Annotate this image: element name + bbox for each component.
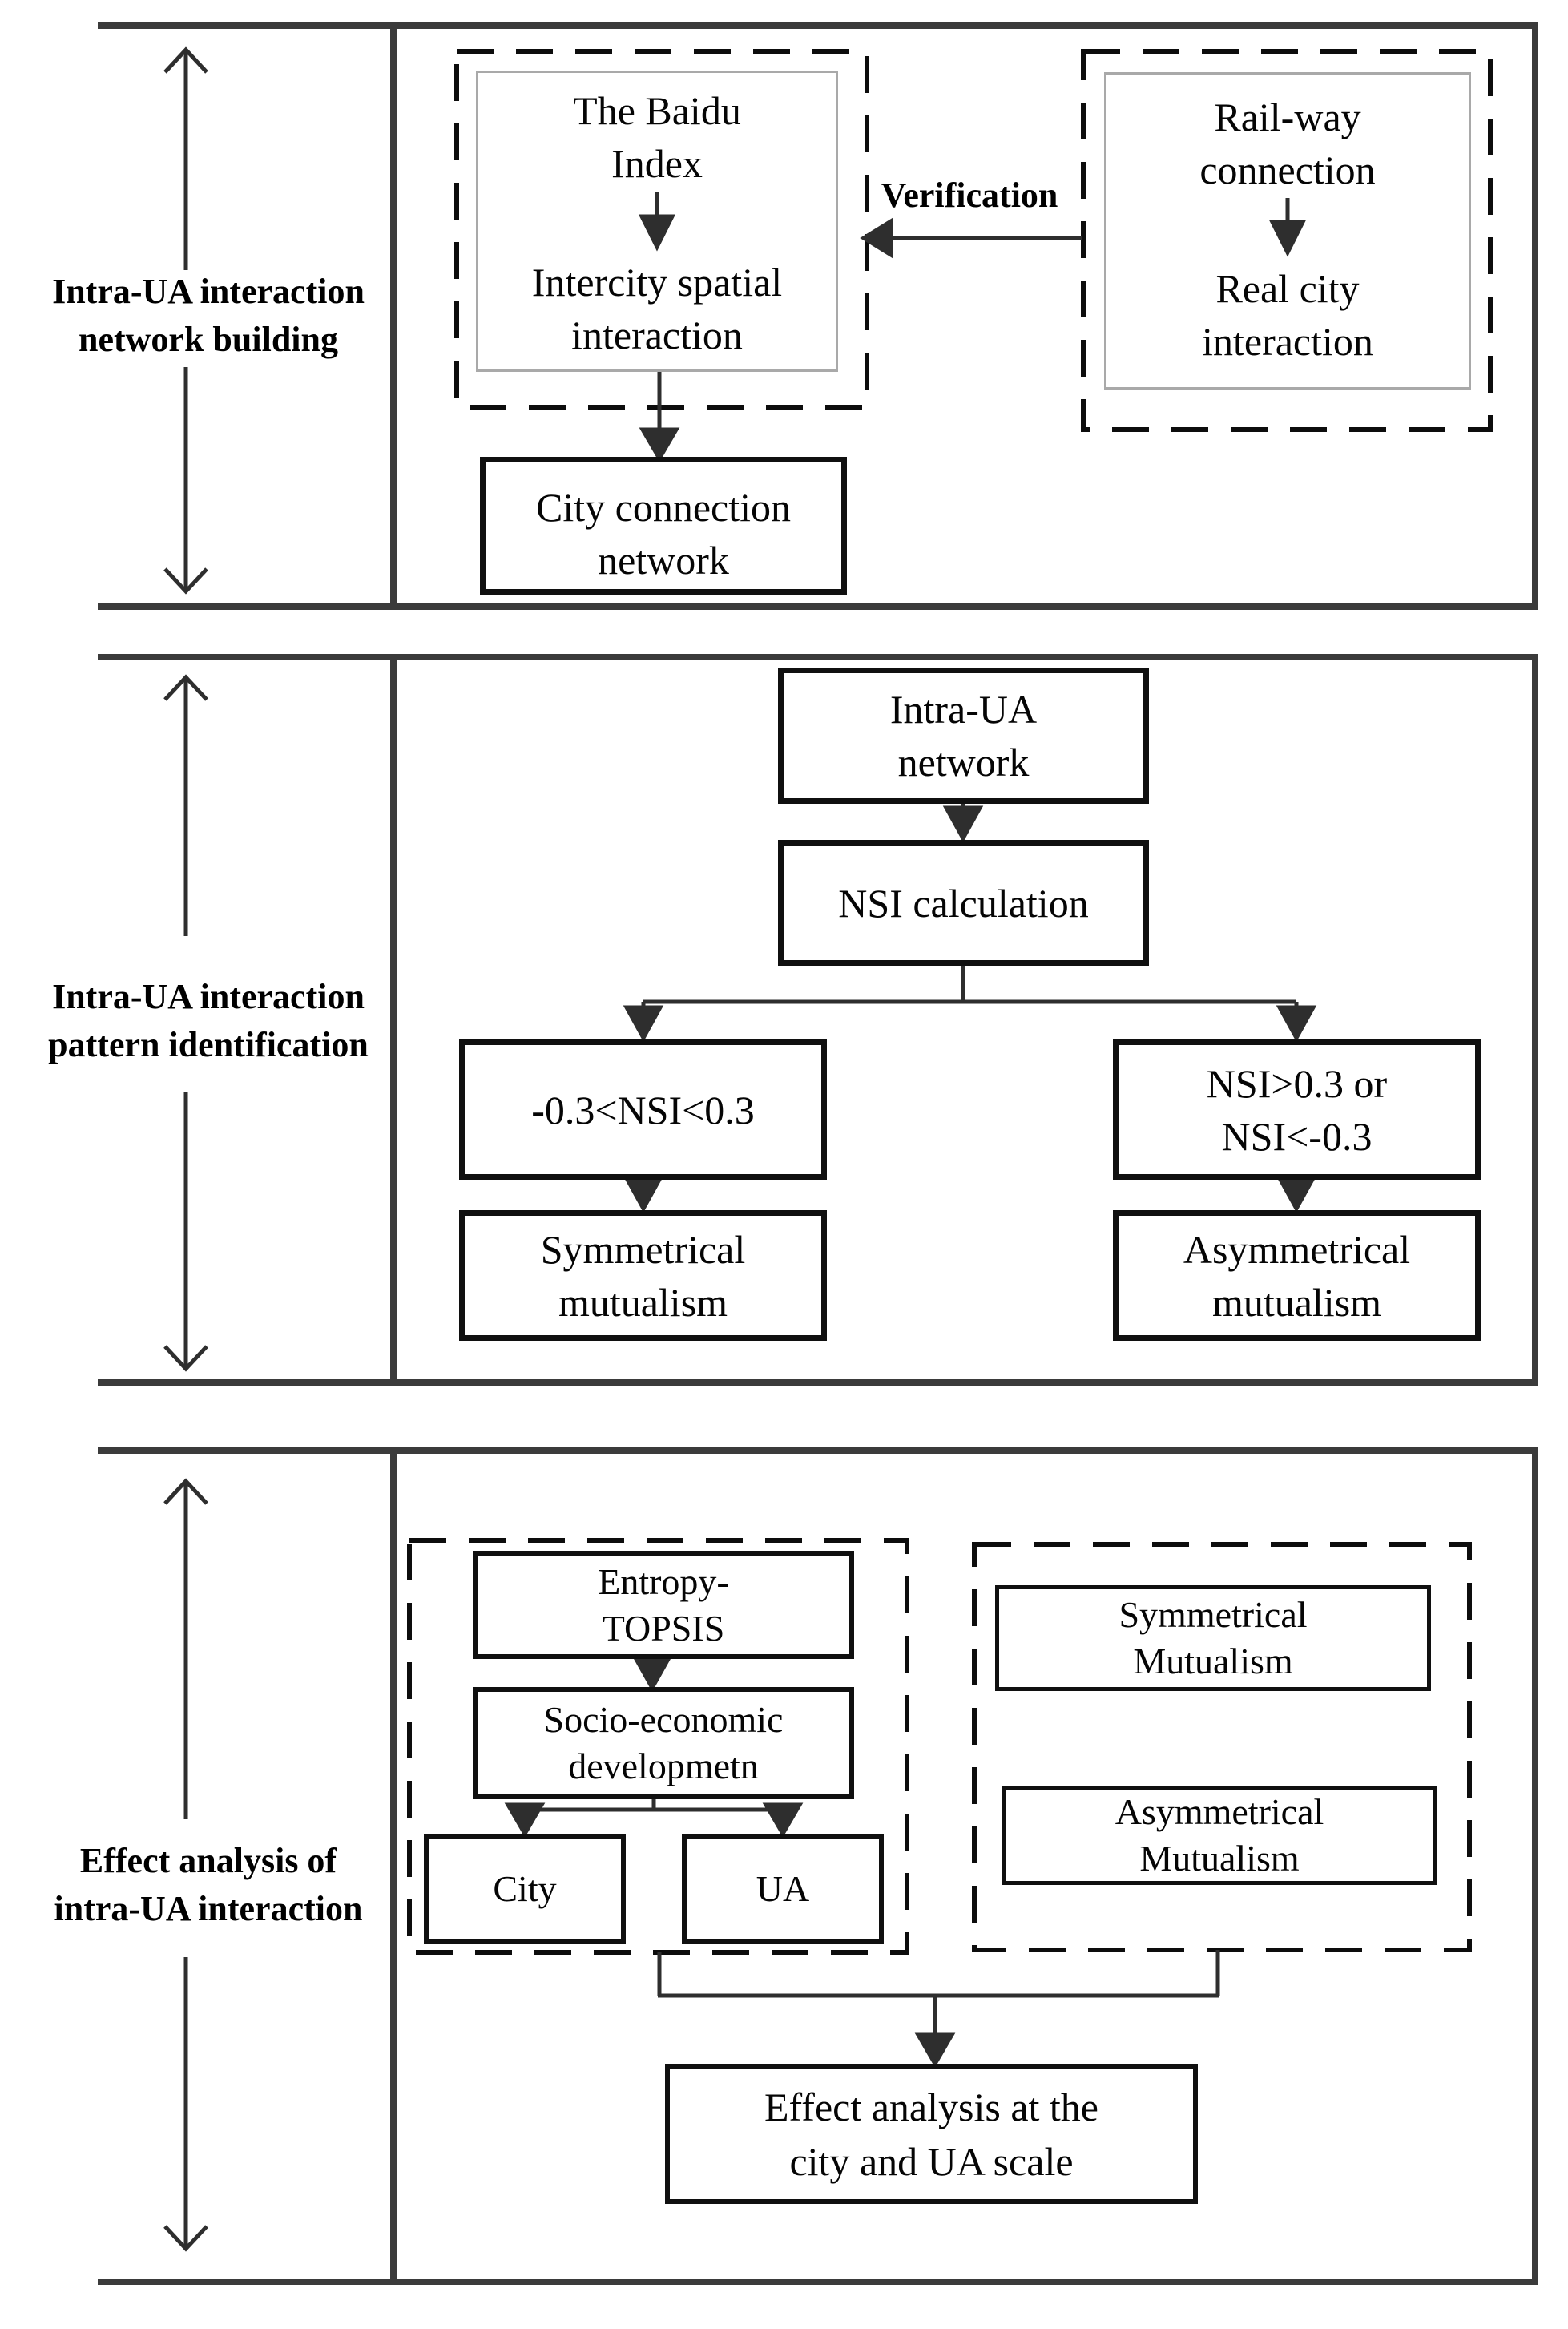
section-3-bottom-cap — [98, 2279, 390, 2285]
baidu-index-box: The Baidu Index — [478, 84, 836, 190]
asym-item-line1: Asymmetrical — [1115, 1791, 1324, 1832]
nsi-calculation-box: NSI calculation — [778, 840, 1149, 966]
nsi-range-symmetric-box: -0.3<NSI<0.3 — [459, 1039, 827, 1180]
sym-item-line1: Symmetrical — [1119, 1594, 1308, 1635]
asym-item-line2: Mutualism — [1139, 1838, 1300, 1879]
effect-analysis-box: Effect analysis at the city and UA scale — [665, 2064, 1198, 2204]
section-2-label: Intra-UA interaction pattern identificat… — [24, 973, 393, 1069]
sym-box-line1: Symmetrical — [540, 1226, 746, 1272]
section-1-frame — [390, 22, 1538, 610]
city-network-line2: network — [598, 538, 729, 583]
asymmetrical-mutualism-item-box: Asymmetrical Mutualism — [1002, 1786, 1437, 1885]
nsi-box-text: NSI calculation — [838, 880, 1089, 926]
symmetrical-mutualism-box: Symmetrical mutualism — [459, 1210, 827, 1341]
section-1-bottom-cap — [98, 603, 390, 610]
asym-box-line2: mutualism — [1211, 1279, 1382, 1325]
section-2-bottom-cap — [98, 1379, 390, 1386]
network-box-line1: Intra-UA — [889, 687, 1038, 732]
sym-item-line2: Mutualism — [1133, 1641, 1293, 1681]
railway-connection-box: Rail-way connection — [1106, 91, 1469, 196]
cond-right-line2: NSI<-0.3 — [1221, 1113, 1373, 1159]
railway-box-line2: connection — [1199, 147, 1376, 192]
entropy-box-line2: TOPSIS — [602, 1607, 725, 1649]
baidu-box-line2: Index — [611, 141, 703, 186]
intra-ua-network-box: Intra-UA network — [778, 668, 1149, 804]
entropy-topsis-box: Entropy- TOPSIS — [473, 1551, 854, 1659]
baidu-box-line1: The Baidu — [573, 88, 741, 133]
intercity-box-line1: Intercity spatial — [531, 260, 783, 305]
city-connection-network-box: City connection network — [480, 457, 847, 595]
socio-box-line1: Socio-economic — [543, 1699, 784, 1740]
socio-economic-development-box: Socio-economic developmetn — [473, 1687, 854, 1799]
section-2-top-cap — [98, 654, 390, 660]
sym-box-line2: mutualism — [558, 1279, 728, 1325]
section-1-label-line2: network building — [79, 320, 338, 359]
cond-right-line1: NSI>0.3 or — [1206, 1060, 1388, 1106]
verification-label: Verification — [881, 176, 1058, 215]
section-3-label-line1: Effect analysis of — [79, 1841, 337, 1880]
asymmetrical-mutualism-box: Asymmetrical mutualism — [1113, 1210, 1481, 1341]
city-box: City — [424, 1834, 626, 1944]
section-2-label-line1: Intra-UA interaction — [52, 977, 365, 1016]
realcity-box-line1: Real city — [1215, 266, 1360, 311]
cond-left-text: -0.3<NSI<0.3 — [531, 1087, 755, 1132]
realcity-box-line2: interaction — [1202, 319, 1373, 364]
city-network-line1: City connection — [536, 485, 791, 530]
section-3-top-cap — [98, 1447, 390, 1454]
entropy-box-line1: Entropy- — [598, 1560, 729, 1602]
intercity-interaction-box: Intercity spatial interaction — [478, 256, 836, 361]
section-1-top-cap — [98, 22, 390, 29]
ua-box: UA — [682, 1834, 884, 1944]
real-city-interaction-box: Real city interaction — [1106, 262, 1469, 368]
section-3-label: Effect analysis of intra-UA interaction — [24, 1837, 393, 1933]
section-1-label: Intra-UA interaction network building — [24, 268, 393, 364]
effect-box-line1: Effect analysis at the — [764, 2084, 1098, 2129]
section-3-frame — [390, 1447, 1538, 2285]
nsi-range-asymmetric-box: NSI>0.3 or NSI<-0.3 — [1113, 1039, 1481, 1180]
asym-box-line1: Asymmetrical — [1183, 1226, 1411, 1272]
network-box-line2: network — [897, 740, 1030, 785]
section-2-label-line2: pattern identification — [48, 1025, 369, 1064]
city-box-text: City — [493, 1868, 557, 1909]
section-3-label-line2: intra-UA interaction — [54, 1889, 363, 1928]
section-1-label-line1: Intra-UA interaction — [52, 272, 365, 311]
section-2-frame — [390, 654, 1538, 1386]
intercity-box-line2: interaction — [571, 313, 743, 357]
railway-realcity-group-box: Rail-way connection Real city interactio… — [1104, 72, 1471, 390]
effect-box-line2: city and UA scale — [789, 2138, 1074, 2184]
baidu-intercity-group-box: The Baidu Index Intercity spatial intera… — [476, 71, 838, 372]
symmetrical-mutualism-item-box: Symmetrical Mutualism — [995, 1585, 1431, 1691]
ua-box-text: UA — [756, 1868, 810, 1909]
socio-box-line2: developmetn — [568, 1746, 759, 1786]
railway-box-line1: Rail-way — [1214, 95, 1361, 139]
